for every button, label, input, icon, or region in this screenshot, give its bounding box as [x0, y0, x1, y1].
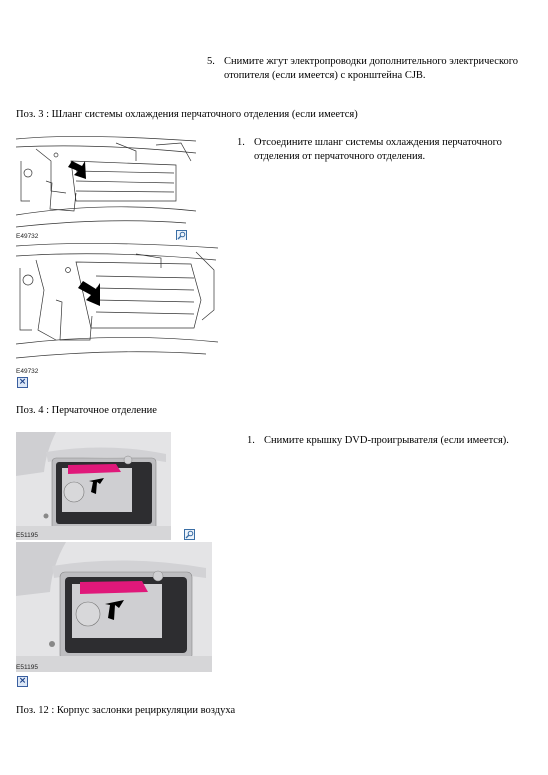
arrow-icon [68, 161, 86, 179]
figure-code: E51195 [16, 664, 38, 671]
glovebox-figure: E51195 [16, 542, 212, 672]
step-text-line-2: отделения от перчаточного отделения. [254, 151, 426, 162]
step-5: 5. Снимите жгут электропроводки дополнит… [207, 55, 547, 85]
step-text-line-1: Отсоедините шланг системы охлаждения пер… [254, 137, 502, 148]
glovebox-render-small [16, 432, 171, 540]
arrow-icon [78, 281, 100, 306]
figure-code: E49732 [16, 233, 39, 240]
cooling-hose-figure-thumbnail: E49732 [15, 131, 197, 243]
figure-code: E51195 [16, 532, 38, 539]
step-text-line-2: отопителя (если имеется) с кронштейна CJ… [224, 70, 426, 81]
magnify-icon[interactable] [184, 529, 195, 540]
section-4-title: Поз. 4 : Перчаточное отделение [16, 405, 157, 416]
cooling-hose-figure: E49732 [15, 240, 219, 375]
step-text-line-1: Снимите жгут электропроводки дополнитель… [224, 56, 519, 67]
glovebox-render-large [16, 542, 212, 672]
figure-code: E49732 [16, 368, 39, 375]
step-number: 1. [237, 137, 245, 148]
step-text-line-1: Снимите крышку DVD-проигрывателя (если и… [264, 435, 509, 446]
dashboard-lineart-small [15, 136, 197, 228]
glovebox-figure-thumbnail: E51195 [16, 432, 171, 540]
close-icon[interactable]: × [17, 377, 28, 388]
section-12-title: Поз. 12 : Корпус заслонки рециркуляции в… [16, 705, 236, 716]
section-3-title: Поз. 3 : Шланг системы охлаждения перчат… [16, 109, 358, 120]
close-icon[interactable]: × [17, 676, 28, 687]
section-3-step-1: 1. Отсоедините шланг системы охлаждения … [237, 136, 537, 166]
step-number: 1. [247, 435, 255, 446]
dashboard-lineart-large [15, 243, 219, 359]
section-4-step-1: 1. Снимите крышку DVD-проигрывателя (есл… [247, 434, 537, 450]
step-number: 5. [207, 56, 215, 67]
